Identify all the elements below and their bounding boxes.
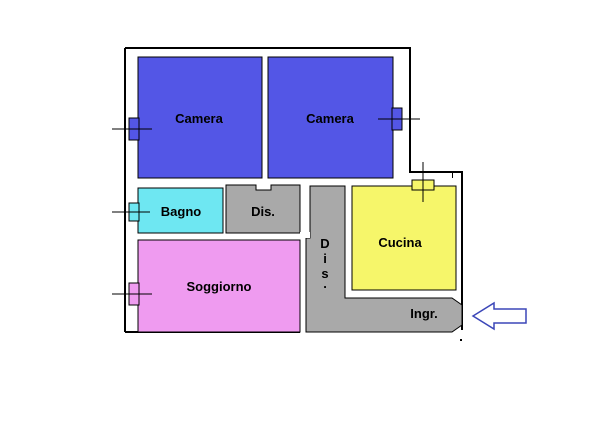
- room-camera-2: Camera: [267, 56, 403, 179]
- misc-marks: [452, 172, 462, 341]
- room-label-camera-2: Camera: [306, 111, 354, 126]
- room-bagno: Bagno: [128, 187, 224, 234]
- window-markers: [112, 118, 424, 295]
- dis-vertical-letter-dot: .: [323, 276, 327, 291]
- room-label-camera-1: Camera: [175, 111, 223, 126]
- room-label-cucina: Cucina: [378, 235, 422, 250]
- room-label-soggiorno: Soggiorno: [187, 279, 252, 294]
- entrance-arrow-icon: [471, 301, 527, 331]
- room-dis-corridor: D i s . Ingr.: [300, 185, 463, 333]
- room-camera-1: Camera: [128, 56, 263, 179]
- dis-vertical-letter-d: D: [320, 236, 329, 251]
- room-label-bagno: Bagno: [161, 204, 202, 219]
- room-cucina: Cucina: [351, 179, 457, 291]
- camera-2-area: [267, 56, 394, 179]
- room-dis-upper: Dis.: [225, 184, 301, 234]
- dis-upper-area: [225, 184, 301, 234]
- room-soggiorno: Soggiorno: [128, 239, 301, 333]
- dis-vertical-letter-i: i: [323, 251, 327, 266]
- dis-vertical-letter-s: s: [321, 266, 328, 281]
- room-label-ingresso: Ingr.: [410, 306, 437, 321]
- corridor-door-gap: [300, 232, 310, 238]
- room-label-dis-upper: Dis.: [251, 204, 275, 219]
